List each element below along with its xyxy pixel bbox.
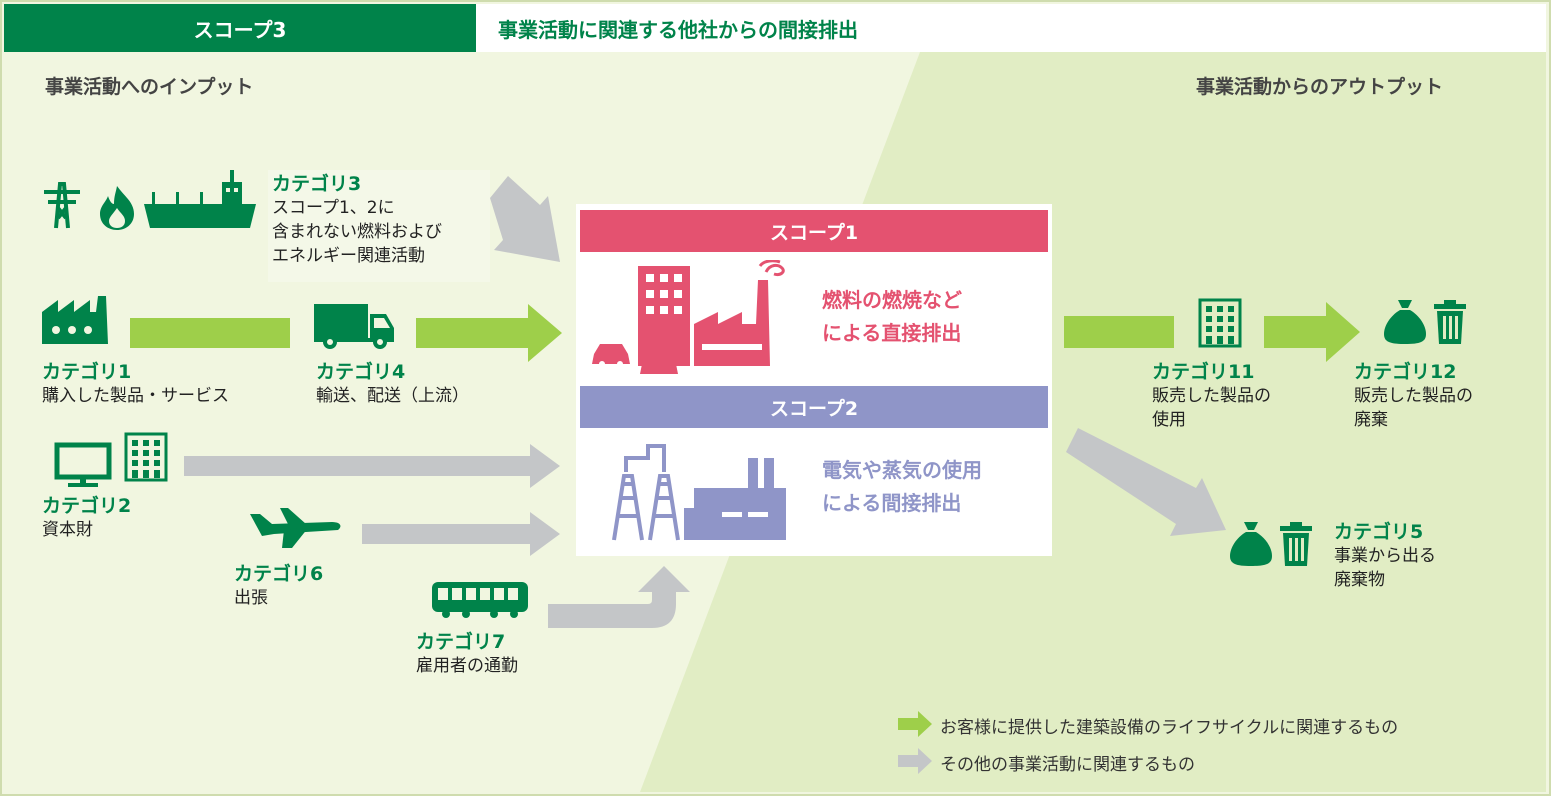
train-icon [432,582,528,618]
power-plant-icon [612,444,786,541]
category-5: カテゴリ5 事業から出る 廃棄物 [1334,520,1436,592]
scope1-line1: 燃料の燃焼など [822,288,962,312]
legend-green-text: お客様に提供した建築設備のライフサイクルに関連するもの [940,718,1399,738]
computer-icon [54,442,112,487]
category-3-desc-line2: 含まれない燃料および [272,222,442,242]
scope2-line1: 電気や蒸気の使用 [822,458,982,482]
legend-gray-text: その他の事業活動に関連するもの [940,755,1195,775]
arrow-cat3-to-scope [490,176,560,262]
category-12-desc-line1: 販売した製品の [1354,386,1473,406]
scope2-description: 電気や蒸気の使用 による間接排出 [822,454,982,520]
category-4-label: カテゴリ4 [316,361,406,383]
category-7-desc: 雇用者の通勤 [416,656,518,676]
category-2-desc: 資本財 [42,520,93,540]
arrow-cat2-to-scope [184,444,560,488]
pylon-icon [44,182,80,229]
category-6: カテゴリ6 出張 [234,562,323,610]
category-2-label: カテゴリ2 [42,495,132,517]
arrow-to-cat5 [1066,428,1226,536]
category-3-desc-line1: スコープ1、2に [272,198,395,218]
garbage-bag-icon [1384,300,1426,344]
category-6-desc: 出張 [234,588,268,608]
arrow-cat6-to-scope [362,512,560,556]
category-2: カテゴリ2 資本財 [42,494,131,542]
arrow-scope-to-cat11 [1064,316,1174,348]
scope3-header-title: 事業活動に関連する他社からの間接排出 [476,4,1546,52]
arrow-cat1-to-cat4 [130,318,290,348]
scope2-header: スコープ2 [580,386,1048,428]
airplane-icon [250,508,341,548]
category-3-desc-line3: エネルギー関連活動 [272,246,425,266]
scope1-description: 燃料の燃焼など による直接排出 [822,284,962,350]
category-5-desc-line2: 廃棄物 [1334,570,1385,590]
output-section-label: 事業活動からのアウトプット [1196,76,1444,98]
category-11-desc-line1: 販売した製品の [1152,386,1271,406]
arrow-cat7-to-scope [548,566,690,628]
category-11-desc-line2: 使用 [1152,410,1186,430]
ship-icon [144,170,256,228]
category-6-label: カテゴリ6 [234,563,324,585]
category-1: カテゴリ1 購入した製品・サービス [42,360,229,408]
trash-can-icon [1434,300,1466,344]
factory-icon [42,296,108,344]
category-3-label: カテゴリ3 [272,173,362,195]
flame-icon [100,186,134,230]
category-11: カテゴリ11 販売した製品の 使用 [1152,360,1271,432]
category-5-desc-line1: 事業から出る [1334,546,1436,566]
input-section-label: 事業活動へのインプット [45,76,254,98]
category-12-label: カテゴリ12 [1354,361,1457,383]
arrow-cat11-to-cat12 [1264,302,1360,362]
category-11-label: カテゴリ11 [1152,361,1255,383]
building-icon [124,432,168,482]
scope2-line2: による間接排出 [822,491,962,515]
category-1-label: カテゴリ1 [42,361,132,383]
category-3: カテゴリ3 スコープ1、2に 含まれない燃料および エネルギー関連活動 [272,172,442,268]
scope1-line2: による直接排出 [822,321,962,345]
building-icon [1198,298,1242,348]
category-12: カテゴリ12 販売した製品の 廃棄 [1354,360,1473,432]
category-5-label: カテゴリ5 [1334,521,1424,543]
category-7: カテゴリ7 雇用者の通勤 [416,630,518,678]
scope3-header-label: スコープ3 [4,4,476,52]
scope-box: スコープ1 燃料の燃焼など による直接排出 スコープ2 [576,204,1052,556]
category-4-desc: 輸送、配送（上流） [316,386,469,406]
factory-smoke-icon [592,260,785,374]
arrow-cat4-to-scope [416,304,562,362]
truck-icon [314,304,394,349]
garbage-bag-icon [1230,522,1272,566]
category-1-desc: 購入した製品・サービス [42,386,229,406]
legend-green-arrow [898,711,932,737]
scope1-header: スコープ1 [580,210,1048,252]
legend-gray-arrow [898,748,932,774]
category-7-label: カテゴリ7 [416,631,506,653]
category-12-desc-line2: 廃棄 [1354,410,1388,430]
trash-can-icon [1280,522,1312,566]
category-4: カテゴリ4 輸送、配送（上流） [316,360,469,408]
